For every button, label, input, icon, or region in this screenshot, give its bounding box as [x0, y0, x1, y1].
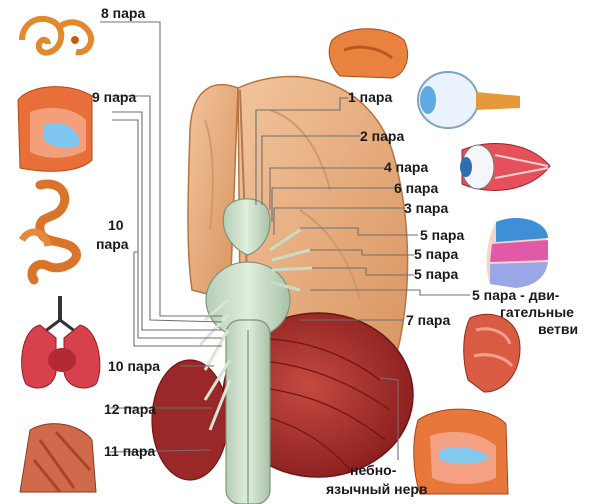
label-10-pair-top-line2: пара [96, 236, 129, 252]
label-5-pair-motor-line1: 5 пара - дви- [472, 287, 560, 303]
label-10-pair-bottom: 10 пара [108, 358, 161, 374]
neck-muscles-icon [19, 423, 97, 493]
throat-icon [17, 86, 93, 172]
label-3-pair: 3 пара [404, 200, 449, 216]
face-zones-icon [486, 217, 548, 288]
label-5-pair-motor-line2: гательные [500, 304, 574, 320]
label-9-pair: 9 пара [92, 89, 137, 105]
intestine-icon [18, 179, 81, 285]
leader-lines [100, 21, 470, 460]
label-1-pair: 1 пара [348, 89, 393, 105]
label-6-pair: 6 пара [394, 180, 439, 196]
face-muscles-icon [463, 313, 521, 393]
label-5-pair-b: 5 пара [414, 246, 459, 262]
label-palatoglossal-line1: небно- [350, 462, 397, 478]
label-11-pair: 11 пара [104, 443, 156, 459]
label-4-pair: 4 пара [384, 159, 429, 175]
eye-optic-icon [417, 71, 520, 129]
eye-muscles-icon [460, 142, 551, 191]
label-7-pair: 7 пара [406, 312, 451, 328]
oral-cavity-icon [413, 408, 509, 495]
lungs-icon [21, 296, 101, 389]
label-5-pair-c: 5 пара [414, 266, 459, 282]
label-2-pair: 2 пара [360, 128, 405, 144]
label-8-pair: 8 пара [101, 5, 146, 21]
label-5-pair-motor-line3: ветви [538, 321, 579, 337]
label-10-pair-top-line1: 10 [108, 217, 124, 233]
label-palatoglossal-line2: язычный нерв [326, 481, 428, 497]
label-12-pair: 12 пара [104, 401, 157, 417]
nose-icon [328, 28, 408, 79]
label-5-pair-a: 5 пара [420, 227, 465, 243]
ear-icon [19, 15, 94, 56]
